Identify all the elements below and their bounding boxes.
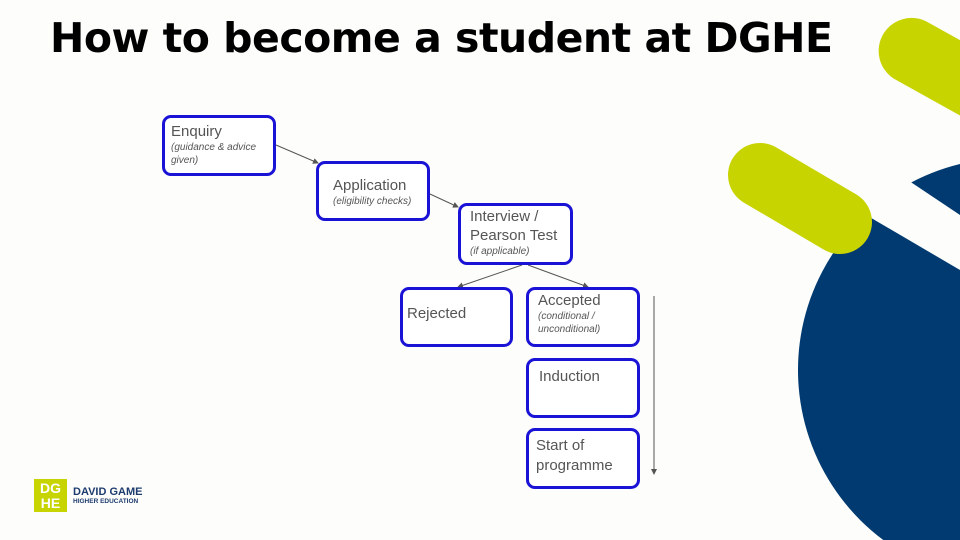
- arrow-enquiry-application: [275, 144, 319, 164]
- white-stripe: [820, 140, 960, 270]
- node-interview: Interview / Pearson Test (if applicable): [458, 203, 573, 265]
- arrow-interview-rejected: [457, 264, 523, 289]
- logo-line2: HIGHER EDUCATION: [73, 498, 139, 505]
- arrow-interview-accepted: [527, 264, 589, 289]
- node-sub: (conditional / unconditional): [538, 311, 601, 335]
- node-label: Induction: [539, 368, 600, 385]
- arrow-application-interview: [429, 193, 459, 208]
- lime-pill-middle: [728, 143, 872, 254]
- node-label: Start of programme: [536, 437, 613, 474]
- logo-line1: DAVID GAME: [73, 486, 143, 498]
- node-label: Interview / Pearson Test: [470, 208, 558, 244]
- node-label: Accepted: [538, 292, 601, 309]
- node-label: Rejected: [407, 305, 467, 322]
- node-sub: (eligibility checks): [333, 196, 412, 207]
- node-rejected: Rejected: [400, 287, 513, 347]
- node-induction: Induction: [526, 358, 640, 418]
- node-label: Enquiry: [171, 123, 222, 140]
- node-sub: (guidance & advice given): [171, 142, 257, 166]
- navy-circle: [797, 164, 960, 540]
- lime-pill-top: [878, 17, 960, 116]
- node-application: Application (eligibility checks): [316, 161, 430, 221]
- node-accepted: Accepted (conditional / unconditional): [526, 287, 640, 347]
- node-sub: (if applicable): [470, 246, 530, 257]
- node-label: Application: [333, 177, 407, 194]
- node-enquiry: Enquiry (guidance & advice given): [162, 115, 276, 176]
- page-title: How to become a student at DGHE: [50, 14, 833, 62]
- node-start-of-programme: Start of programme: [526, 428, 640, 489]
